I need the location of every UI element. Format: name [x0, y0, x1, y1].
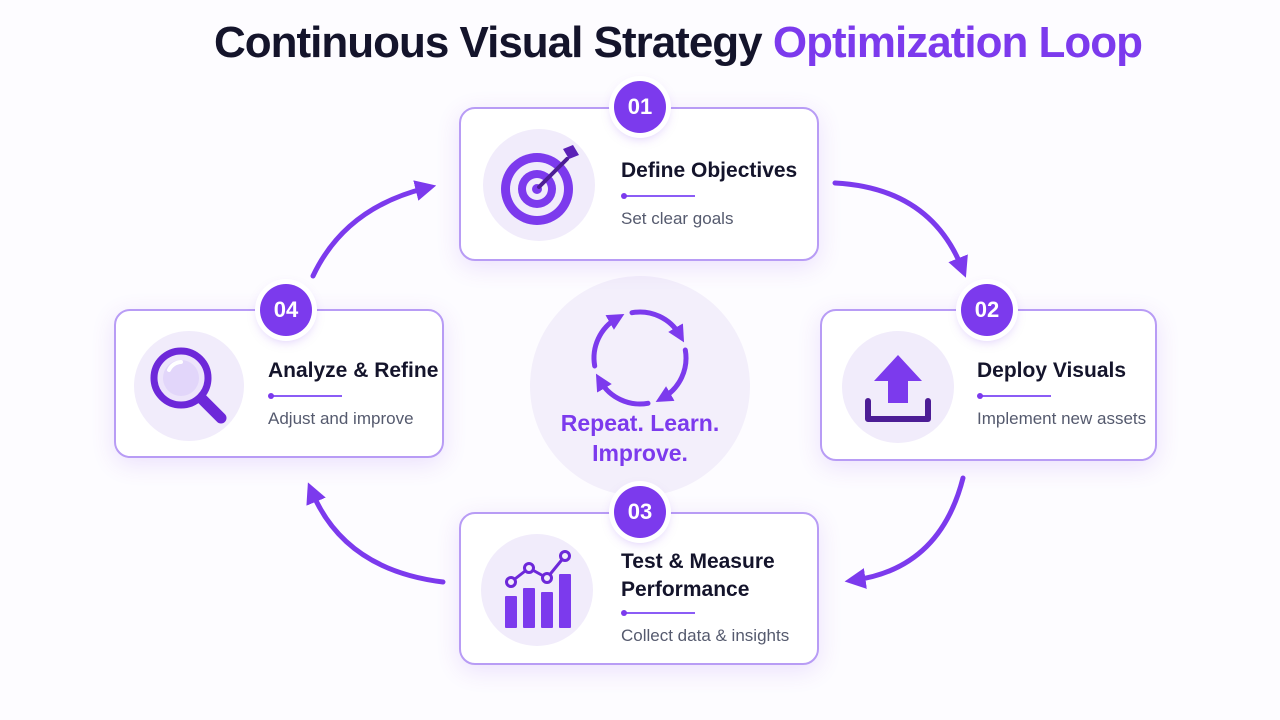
step-badge-04: 04 [260, 284, 312, 336]
icon-circle [842, 331, 954, 443]
step-description: Implement new assets [977, 409, 1147, 428]
center-line-1: Repeat. Learn. [560, 410, 720, 436]
step-title: Analyze & Refine [268, 359, 439, 382]
step-badge-03: 03 [614, 486, 666, 538]
step-title: Test & Measure Performance [621, 548, 775, 604]
cycle-icon [591, 309, 689, 407]
center-caption: Repeat. Learn. Improve. [0, 408, 1280, 468]
center-line-2: Improve. [592, 440, 688, 466]
step-badge-02: 02 [961, 284, 1013, 336]
step-description: Collect data & insights [621, 626, 790, 645]
title-underline [621, 610, 695, 616]
title-underline [268, 393, 342, 399]
step-description: Set clear goals [621, 209, 734, 228]
icon-circle [483, 129, 595, 241]
arrow-01-to-02 [832, 180, 968, 278]
step-title: Define Objectives [621, 159, 798, 182]
chart-icon [505, 550, 571, 628]
upload-icon [865, 355, 931, 422]
arrow-04-to-01 [310, 180, 437, 279]
icon-circle [481, 534, 593, 646]
step-title-line-2: Performance [621, 578, 750, 601]
step-description: Adjust and improve [268, 409, 414, 428]
step-title-line-1: Test & Measure [621, 550, 775, 573]
arrow-03-to-04 [306, 482, 446, 585]
title-main: Continuous Visual Strategy [213, 18, 763, 67]
arrow-02-to-03 [844, 475, 966, 589]
title-underline [621, 193, 695, 199]
center-circle [530, 276, 750, 496]
page-title: Continuous Visual Strategy Optimization … [0, 18, 1280, 68]
title-underline [977, 393, 1051, 399]
icon-circle [134, 331, 244, 441]
step-badge-01: 01 [614, 81, 666, 133]
target-icon [501, 145, 579, 225]
step-title: Deploy Visuals [977, 359, 1127, 382]
magnifier-icon [150, 347, 227, 424]
title-accent: Optimization Loop [772, 18, 1143, 67]
